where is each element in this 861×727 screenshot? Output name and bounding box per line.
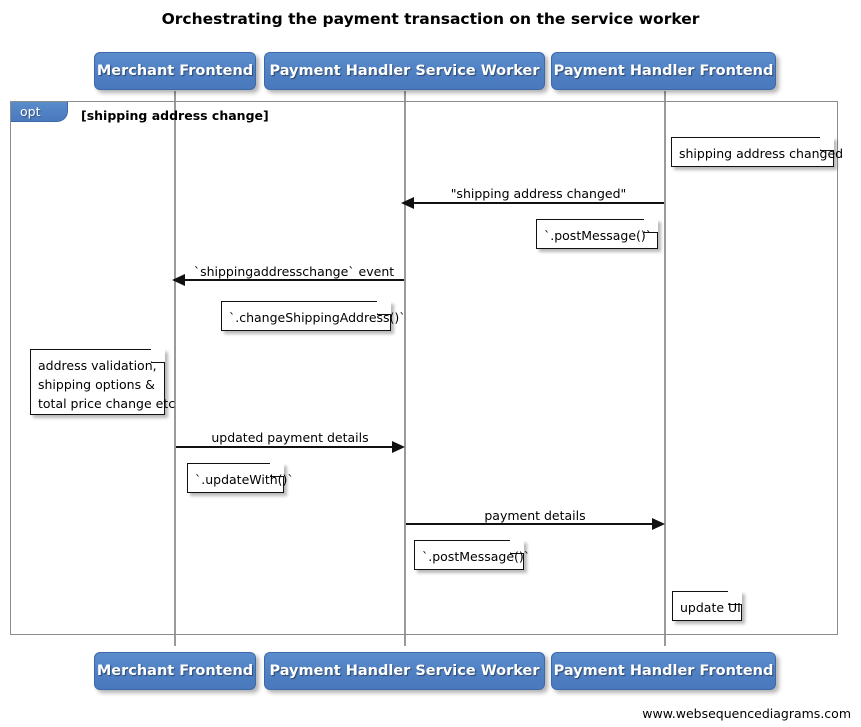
fragment-opt-frame — [10, 101, 838, 635]
actor-payment-handler-service-worker-bottom[interactable]: Payment Handler Service Worker — [264, 652, 545, 690]
note-update-ui: update UI — [672, 589, 742, 621]
note-text: `.postMessage()` — [544, 228, 653, 243]
note-post-message-1: `.postMessage()` — [536, 217, 658, 249]
actor-label: Payment Handler Frontend — [553, 663, 774, 679]
fragment-opt-tab-label: opt — [20, 104, 41, 119]
note-text: shipping address changed — [679, 146, 844, 161]
fragment-opt-tab: opt — [11, 102, 68, 122]
note-update-with: `.updateWith()` — [187, 461, 294, 493]
note-fold-icon — [819, 135, 834, 151]
message-label-updated-payment-details: updated payment details — [211, 430, 369, 445]
note-fold-icon — [643, 217, 658, 233]
message-line-shippingaddresschange-event — [184, 279, 404, 281]
actor-label: Merchant Frontend — [96, 63, 254, 79]
message-line-updated-payment-details — [176, 446, 392, 448]
message-line-payment-details — [406, 523, 652, 525]
note-fold-icon — [269, 461, 284, 477]
actor-merchant-frontend-bottom[interactable]: Merchant Frontend — [94, 652, 256, 690]
arrowhead-left-icon — [172, 274, 185, 286]
note-address-validation: address validation, shipping options & t… — [30, 347, 175, 415]
fragment-opt-guard: [shipping address change] — [81, 108, 269, 123]
actor-payment-handler-service-worker-top[interactable]: Payment Handler Service Worker — [264, 52, 545, 90]
message-label-shipping-address-changed: "shipping address changed" — [450, 186, 627, 201]
note-text: address validation, shipping options & t… — [38, 358, 176, 411]
note-text: `.postMessage()` — [422, 549, 531, 564]
note-fold-icon — [509, 538, 524, 554]
note-change-shipping-address: `.changeShippingAddress()` — [221, 299, 406, 331]
lifeline-payment-handler-service-worker — [404, 91, 406, 646]
lifeline-payment-handler-frontend — [664, 91, 666, 646]
footer-attribution: www.websequencediagrams.com — [642, 706, 851, 721]
actor-payment-handler-frontend-bottom[interactable]: Payment Handler Frontend — [551, 652, 776, 690]
note-fold-icon — [150, 347, 165, 363]
actor-label: Payment Handler Service Worker — [269, 663, 540, 679]
note-shipping-address-changed: shipping address changed — [671, 135, 843, 167]
note-fold-icon — [376, 299, 391, 315]
arrowhead-left-icon — [401, 197, 414, 209]
actor-label: Payment Handler Frontend — [553, 63, 774, 79]
actor-label: Payment Handler Service Worker — [269, 63, 540, 79]
actor-merchant-frontend-top[interactable]: Merchant Frontend — [94, 52, 256, 90]
arrowhead-right-icon — [652, 518, 665, 530]
actor-payment-handler-frontend-top[interactable]: Payment Handler Frontend — [551, 52, 776, 90]
message-line-shipping-address-changed — [413, 202, 664, 204]
note-post-message-2: `.postMessage()` — [414, 538, 530, 570]
page-title: Orchestrating the payment transaction on… — [161, 10, 700, 28]
note-text: update UI — [680, 600, 741, 615]
message-label-payment-details: payment details — [484, 508, 586, 523]
arrowhead-right-icon — [392, 441, 405, 453]
note-fold-icon — [727, 589, 742, 605]
note-text: `.updateWith()` — [195, 472, 294, 487]
actor-label: Merchant Frontend — [96, 663, 254, 679]
note-text: `.changeShippingAddress()` — [229, 310, 406, 325]
message-label-shippingaddresschange-event: `shippingaddresschange` event — [193, 264, 395, 279]
lifeline-merchant-frontend — [174, 91, 176, 646]
